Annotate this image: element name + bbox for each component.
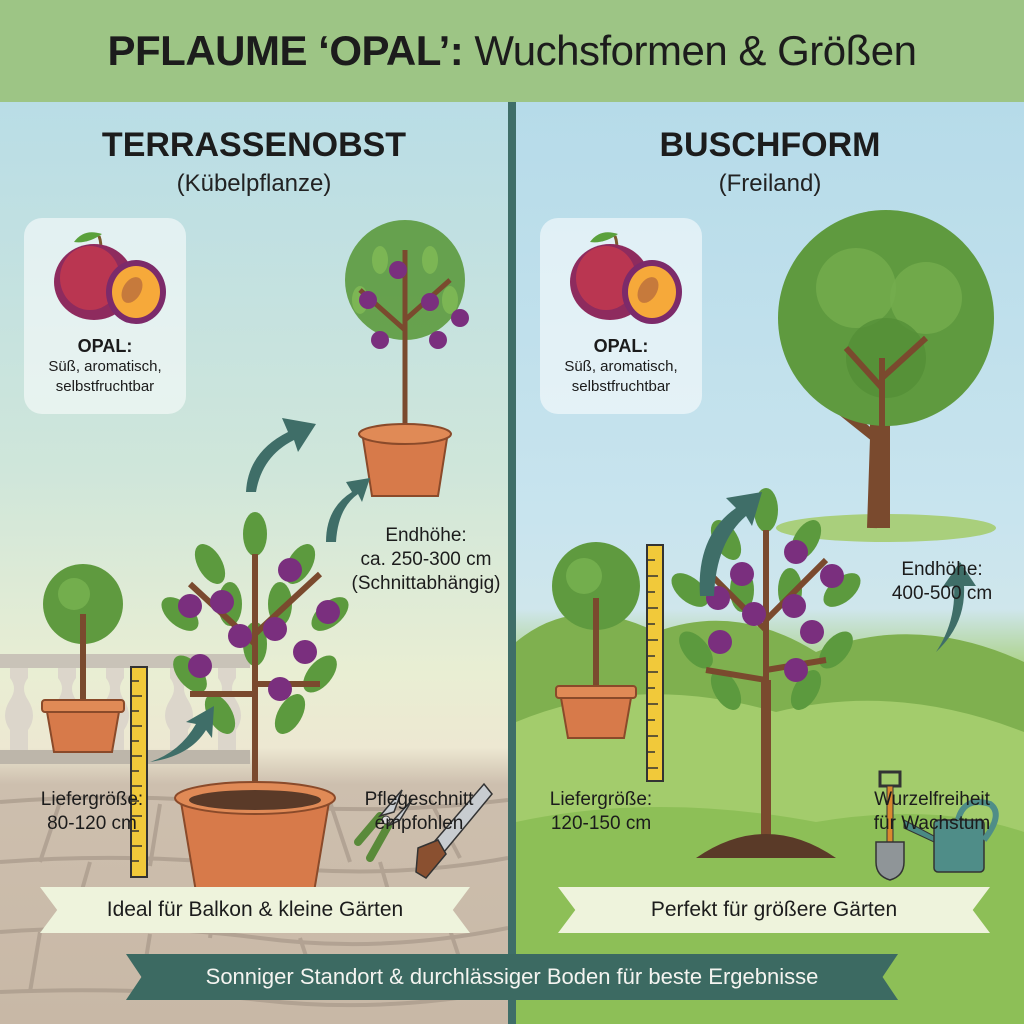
growth-arrow-icon <box>150 706 214 762</box>
label-line: 80-120 cm <box>47 813 137 834</box>
ribbon-left: Ideal für Balkon & kleine Gärten <box>40 887 470 933</box>
mature-tree-icon <box>776 210 996 542</box>
label-line: (Schnittabhängig) <box>351 573 501 594</box>
label-line: empfohlen <box>374 813 464 834</box>
label-line: Pflegeschnitt <box>364 789 474 810</box>
panel-title: BUSCHFORM <box>659 126 881 164</box>
footer-ribbon: Sonniger Standort & durchlässiger Boden … <box>126 954 898 1000</box>
growth-arrow-icon <box>326 478 370 542</box>
small-potted-tree-icon <box>552 542 640 739</box>
plum-icon <box>54 232 166 324</box>
title-bold: PFLAUME ‘OPAL’: <box>107 27 464 74</box>
header: PFLAUME ‘OPAL’: Wuchsformen & Größen <box>0 0 1024 102</box>
watering-can-icon[interactable] <box>903 798 1004 874</box>
growth-arrow-icon <box>699 492 762 596</box>
delivery-size-label: Liefergröße: 80-120 cm <box>22 788 162 836</box>
ribbon-right: Perfekt für größere Gärten <box>558 887 990 933</box>
variety-info-card: OPAL: Süß, aromatisch, selbstfruchtbar <box>540 218 702 414</box>
mature-potted-tree-icon <box>345 220 469 497</box>
pruning-saw-icon[interactable] <box>404 782 494 882</box>
variety-name: OPAL: <box>593 336 649 356</box>
variety-trait-line: Süß, aromatisch, <box>48 358 162 375</box>
label-line: für Wachstum <box>873 813 991 834</box>
variety-name: OPAL: <box>77 336 133 356</box>
label-line: 120-150 cm <box>550 813 652 834</box>
delivery-size-label: Liefergröße: 120-150 cm <box>526 788 676 836</box>
title-rest: Wuchsformen & Größen <box>463 27 917 74</box>
care-label: Wurzelfreiheit für Wachstum <box>852 788 1012 836</box>
panel-title: TERRASSENOBST <box>101 126 407 164</box>
label-line: Liefergröße: <box>40 789 144 810</box>
panel-terrassenobst: TERRASSENOBST (Kübelpflanze) <box>0 102 508 1024</box>
plum-icon <box>570 232 682 324</box>
small-potted-tree-icon <box>41 564 125 753</box>
panel-divider <box>508 102 516 1024</box>
panel-subtitle: (Kübelpflanze) <box>176 170 332 197</box>
care-label: Pflegeschnitt empfohlen <box>344 788 494 836</box>
panel-buschform: BUSCHFORM (Freiland) OPAL: Süß, aromatis… <box>516 102 1024 1024</box>
measuring-tape-icon <box>646 544 664 782</box>
variety-trait-line: selbstfruchtbar <box>55 378 155 395</box>
label-line: Wurzelfreiheit <box>874 789 990 810</box>
fruiting-potted-tree-icon <box>161 512 349 893</box>
label-line: 400-500 cm <box>891 583 993 604</box>
variety-trait-line: Süß, aromatisch, <box>564 358 678 375</box>
growth-arrow-icon <box>936 562 976 652</box>
growth-arrow-icon <box>246 418 316 492</box>
label-line: Endhöhe: <box>385 525 467 546</box>
spade-icon[interactable] <box>872 770 908 881</box>
final-height-label: Endhöhe: 400-500 cm <box>862 558 1022 606</box>
panel-subtitle: (Freiland) <box>718 170 822 197</box>
variety-info-card: OPAL: Süß, aromatisch, selbstfruchtbar <box>24 218 186 414</box>
label-line: Liefergröße: <box>549 789 653 810</box>
label-line: Endhöhe: <box>901 559 983 580</box>
final-height-label: Endhöhe: ca. 250-300 cm (Schnittabhängig… <box>346 524 506 596</box>
measuring-tape-icon <box>130 666 148 878</box>
variety-trait-line: selbstfruchtbar <box>571 378 671 395</box>
label-line: ca. 250-300 cm <box>360 549 492 570</box>
page-title: PFLAUME ‘OPAL’: Wuchsformen & Größen <box>108 27 917 75</box>
pruning-shears-icon[interactable] <box>350 786 420 866</box>
